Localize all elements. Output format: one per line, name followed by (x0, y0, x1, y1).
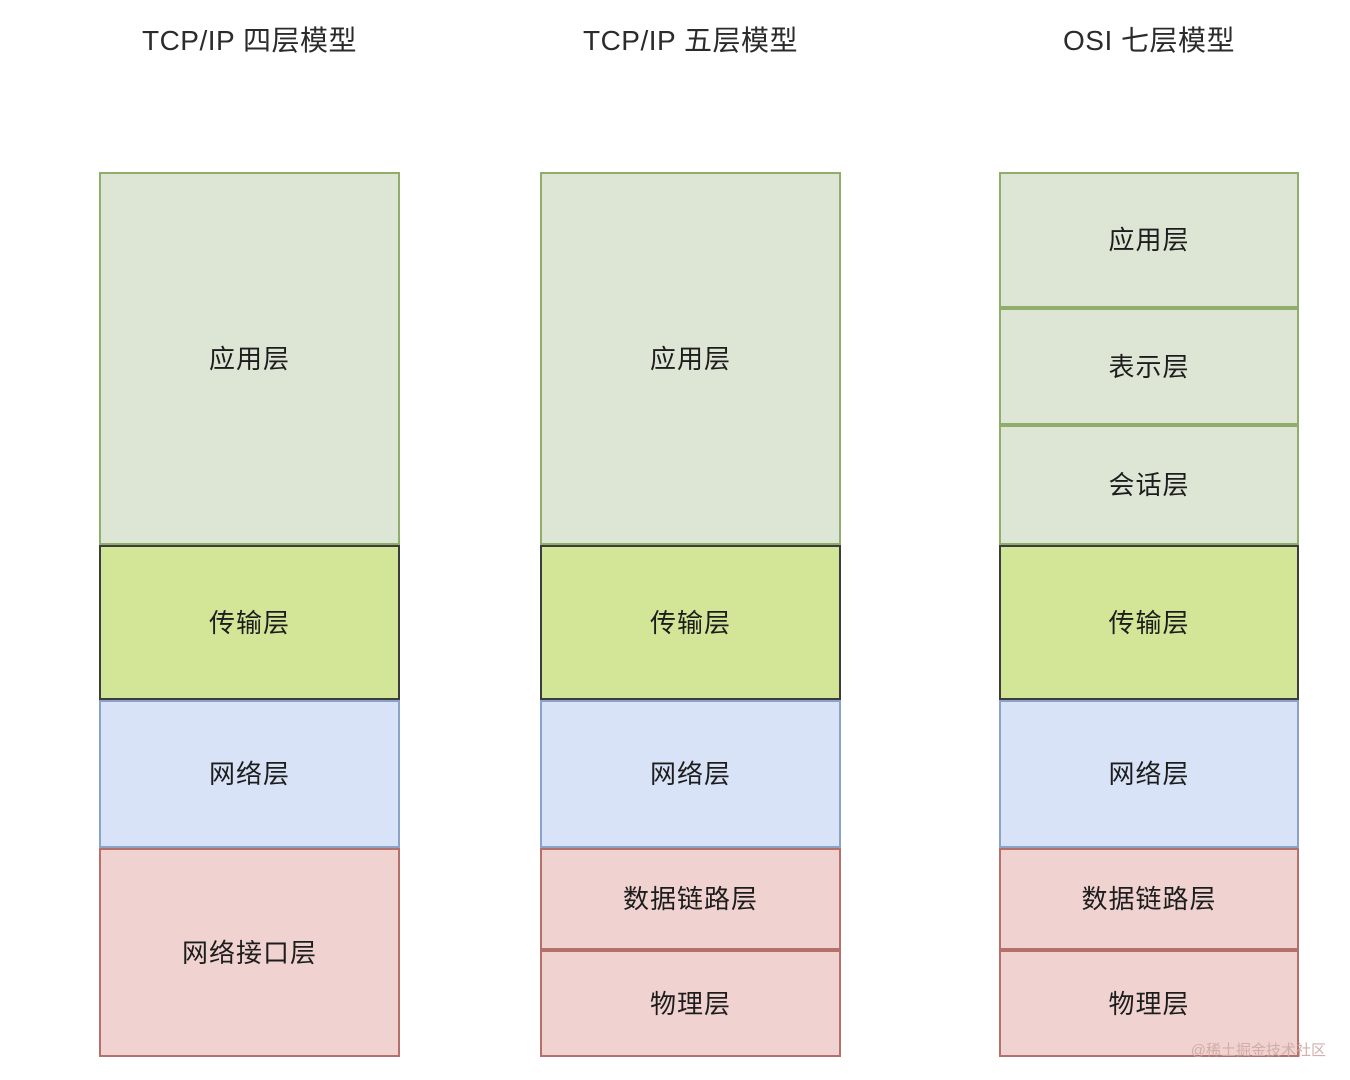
layer-box-osi-seven-layer-transport: 传输层 (999, 545, 1299, 700)
layer-box-tcpip-five-layer-network: 网络层 (540, 700, 841, 848)
layer-box-tcpip-five-layer-application: 应用层 (540, 172, 841, 545)
layer-label-tcpip-five-layer-transport: 传输层 (649, 607, 731, 638)
layer-box-tcpip-four-layer-network-interface: 网络接口层 (99, 848, 400, 1057)
layer-label-tcpip-five-layer-network: 网络层 (649, 759, 731, 789)
layer-box-osi-seven-layer-session: 会话层 (999, 425, 1299, 545)
layer-box-tcpip-five-layer-data-link: 数据链路层 (540, 848, 841, 950)
layer-box-osi-seven-layer-network: 网络层 (999, 700, 1299, 848)
layer-box-tcpip-four-layer-transport: 传输层 (99, 545, 400, 700)
model-column-tcpip-four-layer: TCP/IP 四层模型应用层传输层网络层网络接口层 (99, 0, 400, 1080)
layer-box-osi-seven-layer-application: 应用层 (999, 172, 1299, 308)
column-title-tcpip-five-layer: TCP/IP 五层模型 (582, 25, 798, 56)
layer-box-osi-seven-layer-physical: 物理层 (999, 950, 1299, 1057)
watermark-text: @稀土掘金技术社区 (1190, 1042, 1326, 1059)
layer-label-osi-seven-layer-physical: 物理层 (1108, 988, 1190, 1019)
model-column-tcpip-five-layer: TCP/IP 五层模型应用层传输层网络层数据链路层物理层 (540, 0, 841, 1080)
layer-label-osi-seven-layer-session: 会话层 (1108, 470, 1190, 500)
layer-label-tcpip-five-layer-physical: 物理层 (649, 988, 731, 1019)
column-title-tcpip-four-layer: TCP/IP 四层模型 (141, 25, 357, 56)
layer-label-osi-seven-layer-presentation: 表示层 (1108, 351, 1190, 382)
layer-label-tcpip-five-layer-data-link: 数据链路层 (622, 884, 758, 914)
layer-label-tcpip-four-layer-network-interface: 网络接口层 (181, 937, 317, 968)
layer-box-osi-seven-layer-data-link: 数据链路层 (999, 848, 1299, 950)
layer-box-tcpip-four-layer-network: 网络层 (99, 700, 400, 848)
layer-box-tcpip-five-layer-physical: 物理层 (540, 950, 841, 1057)
layer-label-tcpip-four-layer-network: 网络层 (208, 759, 290, 789)
layer-box-tcpip-four-layer-application: 应用层 (99, 172, 400, 545)
layer-label-tcpip-five-layer-application: 应用层 (649, 343, 731, 374)
layer-box-tcpip-five-layer-transport: 传输层 (540, 545, 841, 700)
model-column-osi-seven-layer: OSI 七层模型应用层表示层会话层传输层网络层数据链路层物理层 (999, 0, 1299, 1080)
column-title-osi-seven-layer: OSI 七层模型 (1062, 25, 1235, 56)
layer-label-tcpip-four-layer-transport: 传输层 (208, 607, 290, 638)
layer-label-osi-seven-layer-network: 网络层 (1108, 759, 1190, 789)
layer-box-osi-seven-layer-presentation: 表示层 (999, 308, 1299, 425)
layer-label-osi-seven-layer-data-link: 数据链路层 (1081, 884, 1217, 914)
layer-label-tcpip-four-layer-application: 应用层 (208, 343, 290, 374)
layer-label-osi-seven-layer-application: 应用层 (1108, 225, 1190, 255)
layer-label-osi-seven-layer-transport: 传输层 (1108, 607, 1190, 638)
